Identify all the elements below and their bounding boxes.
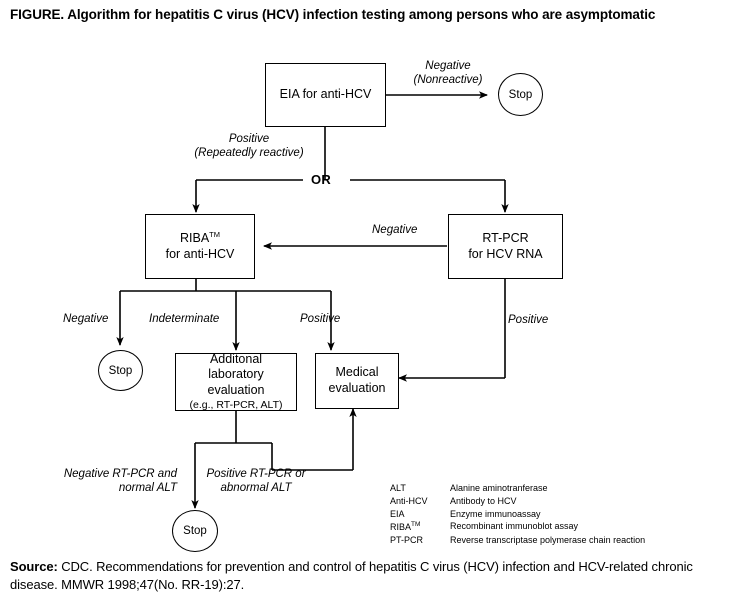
figure-title: FIGURE. Algorithm for hepatitis C virus … <box>10 7 656 22</box>
edge-label-or: OR <box>311 172 332 187</box>
legend-abbreviation: ALT <box>390 483 406 493</box>
legend-abbreviation: Anti-HCV <box>390 495 428 506</box>
legend-definition: Recombinant immunoblot assay <box>450 521 579 532</box>
legend-row: RIBATM Recombinant immunoblot assay <box>390 520 645 534</box>
node-additional-laboratory-evaluation[interactable]: Additonal laboratory evaluation (e.g., R… <box>175 351 297 412</box>
node-medical-line1: Medical <box>335 365 379 380</box>
node-riba-for-anti-hcv[interactable]: RIBATM for anti-HCV <box>145 214 255 279</box>
edge-label-riba-indeterminate: Indeterminate <box>149 313 220 325</box>
edge-label-lab-negative-line1: Negative RT-PCR and <box>63 468 177 480</box>
stop-label: Stop <box>183 525 207 537</box>
node-eia-for-anti-hcv[interactable]: EIA for anti-HCV <box>265 63 386 127</box>
legend-row: ALT Alanine aminotranferase <box>390 482 645 495</box>
legend-abbreviation: EIA <box>390 508 405 519</box>
edge-label-eia-positive-line1: Positive <box>228 133 270 145</box>
legend-abbreviation: RIBATM <box>390 521 421 533</box>
legend-definition: Antibody to HCV <box>450 495 517 506</box>
source-note: Source: CDC. Recommendations for prevent… <box>10 558 726 594</box>
node-lab-sub: (e.g., RT-PCR, ALT) <box>189 399 283 412</box>
edge-label-lab-negative-line2: normal ALT <box>118 481 177 494</box>
edge-label-riba-negative: Negative <box>63 313 109 325</box>
edge-label-eia-positive-line2: (Repeatedly reactive) <box>194 146 304 159</box>
node-stop-riba-negative[interactable]: Stop <box>98 350 143 391</box>
edge-label-riba-positive: Positive <box>300 313 341 325</box>
edge-label-lab-positive: Positive RT-PCR or abnormal ALT <box>196 468 316 496</box>
node-medical-evaluation[interactable]: Medical evaluation <box>315 353 399 409</box>
legend-row: Anti-HCV Antibody to HCV <box>390 495 645 508</box>
node-riba-label-line2: for anti-HCV <box>165 247 235 262</box>
legend-definition: Enzyme immunoassay <box>450 508 541 519</box>
node-eia-label: EIA for anti-HCV <box>279 87 372 102</box>
legend-row: EIA Enzyme immunoassay <box>390 508 645 521</box>
edge-label-rtpcr-positive: Positive <box>508 314 549 326</box>
stop-label: Stop <box>508 88 533 101</box>
source-text: CDC. Recommendations for prevention and … <box>10 559 693 593</box>
edge-label-eia-positive: Positive (Repeatedly reactive) <box>182 133 316 161</box>
source-label: Source: <box>10 559 58 574</box>
node-lab-line3: evaluation <box>207 382 265 397</box>
trademark-icon: TM <box>411 521 421 529</box>
edge-label-rtpcr-negative: Negative <box>372 224 418 236</box>
legend-definition: Reverse transcriptase polymerase chain r… <box>450 535 646 546</box>
node-lab-line1: Additonal <box>209 351 263 366</box>
edge-label-eia-negative-line1: Negative <box>425 60 471 72</box>
legend-definition: Alanine aminotranferase <box>450 483 548 493</box>
edge-label-lab-negative: Negative RT-PCR and normal ALT <box>58 468 177 496</box>
node-riba-label-line1: RIBATM <box>180 230 220 247</box>
legend-row: PT-PCR Reverse transcriptase polymerase c… <box>390 534 645 547</box>
edge-label-eia-negative-line2: (Nonreactive) <box>413 73 483 86</box>
node-rtpcr-label-line1: RT-PCR <box>482 230 529 245</box>
riba-trademark-icon: TM <box>209 230 221 240</box>
edge-label-lab-positive-line2: abnormal ALT <box>220 481 292 494</box>
node-lab-line2: laboratory <box>208 367 264 382</box>
riba-text: RIBA <box>179 231 210 246</box>
legend-abbreviation: PT-PCR <box>390 535 424 546</box>
edge-label-lab-positive-line1: Positive RT-PCR or <box>206 468 306 480</box>
node-stop-negative-rtpcr-normal-alt[interactable]: Stop <box>172 510 218 552</box>
node-rt-pcr-for-hcv-rna[interactable]: RT-PCR for HCV RNA <box>448 214 563 279</box>
edge-label-eia-negative: Negative (Nonreactive) <box>398 60 498 88</box>
stop-label: Stop <box>108 364 133 377</box>
node-stop-negative-eia[interactable]: Stop <box>498 73 543 116</box>
node-medical-line2: evaluation <box>328 381 386 395</box>
node-rtpcr-label-line2: for HCV RNA <box>468 246 543 261</box>
